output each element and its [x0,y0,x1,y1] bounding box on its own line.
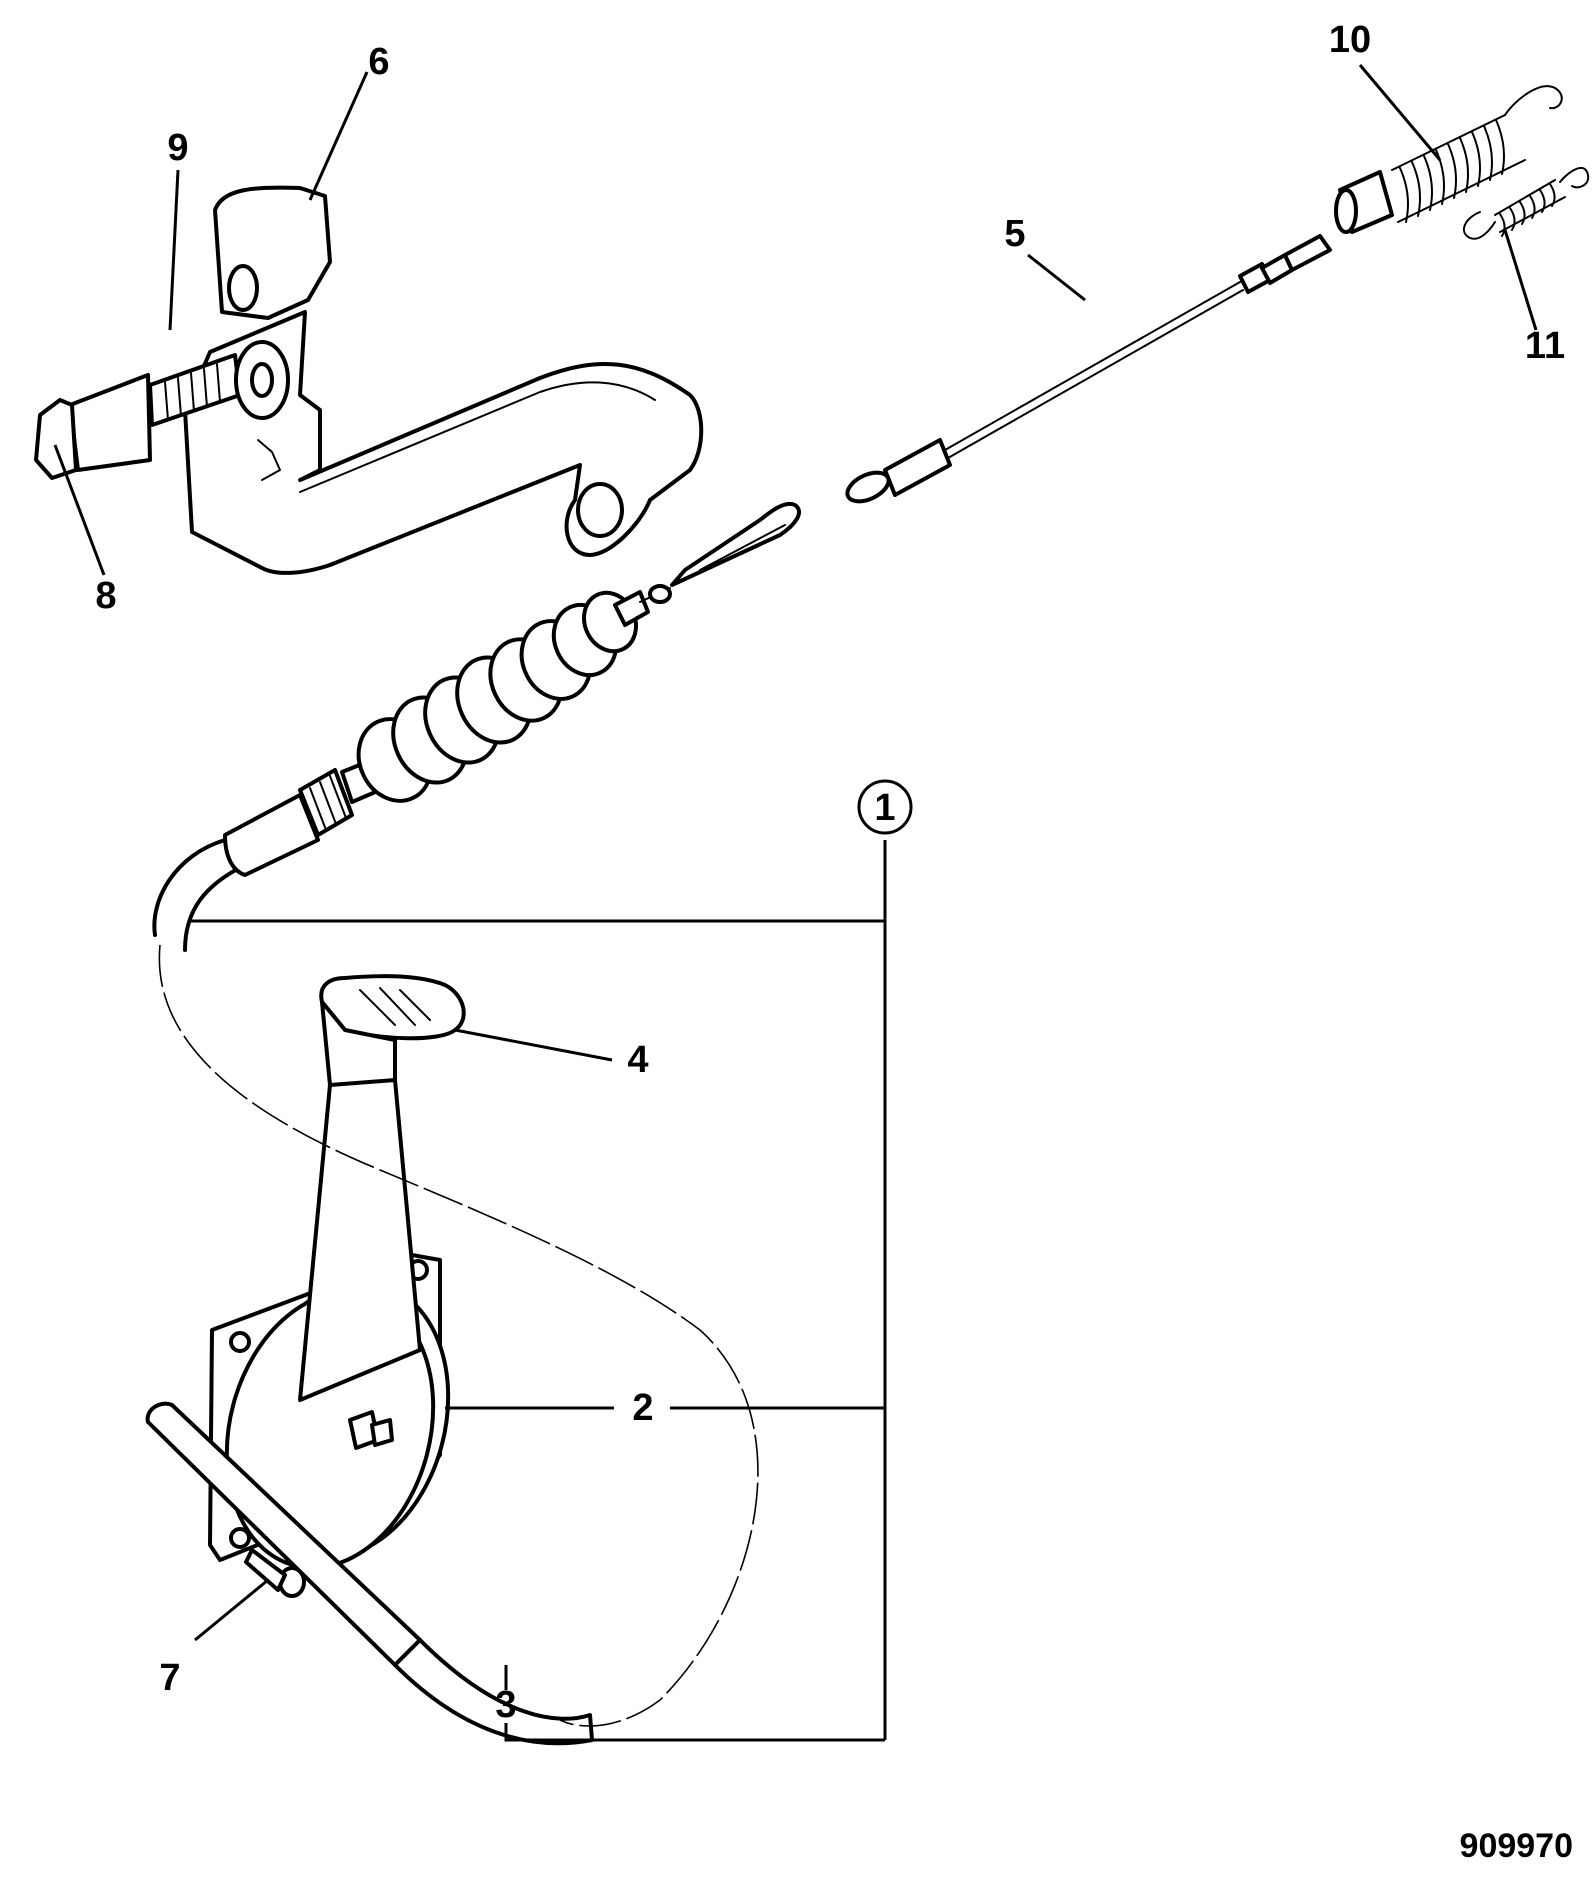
callout-1-label: 1 [874,787,895,829]
bolt [34,353,242,480]
callout-5-label: 5 [1004,213,1025,255]
callout-6-label: 6 [368,41,389,83]
callout-4-label: 4 [627,1039,648,1081]
control-cable-assembly [152,501,801,952]
bracket [183,185,704,575]
callout-1: 1 [857,779,913,835]
callout-7-label: 7 [159,1657,180,1699]
callout-10-label: 10 [1329,19,1371,61]
lever-housing [208,1078,451,1570]
cable-routing-phantom [158,944,759,1727]
spring-small [1462,166,1590,240]
cable [845,234,1332,504]
leader-lines [53,64,1538,1742]
callout-3-label: 3 [495,1684,516,1726]
washer [234,340,290,420]
figure-number: 909970 [1460,1827,1573,1865]
callout-1-circle [857,779,913,835]
spring-large [1334,85,1563,234]
callout-9-label: 9 [167,127,188,169]
callout-2-label: 2 [632,1387,653,1429]
cable-sleeve [145,1401,594,1746]
lever-knob [319,974,466,1093]
callout-8-label: 8 [95,575,116,617]
callout-11-label: 11 [1525,325,1565,367]
